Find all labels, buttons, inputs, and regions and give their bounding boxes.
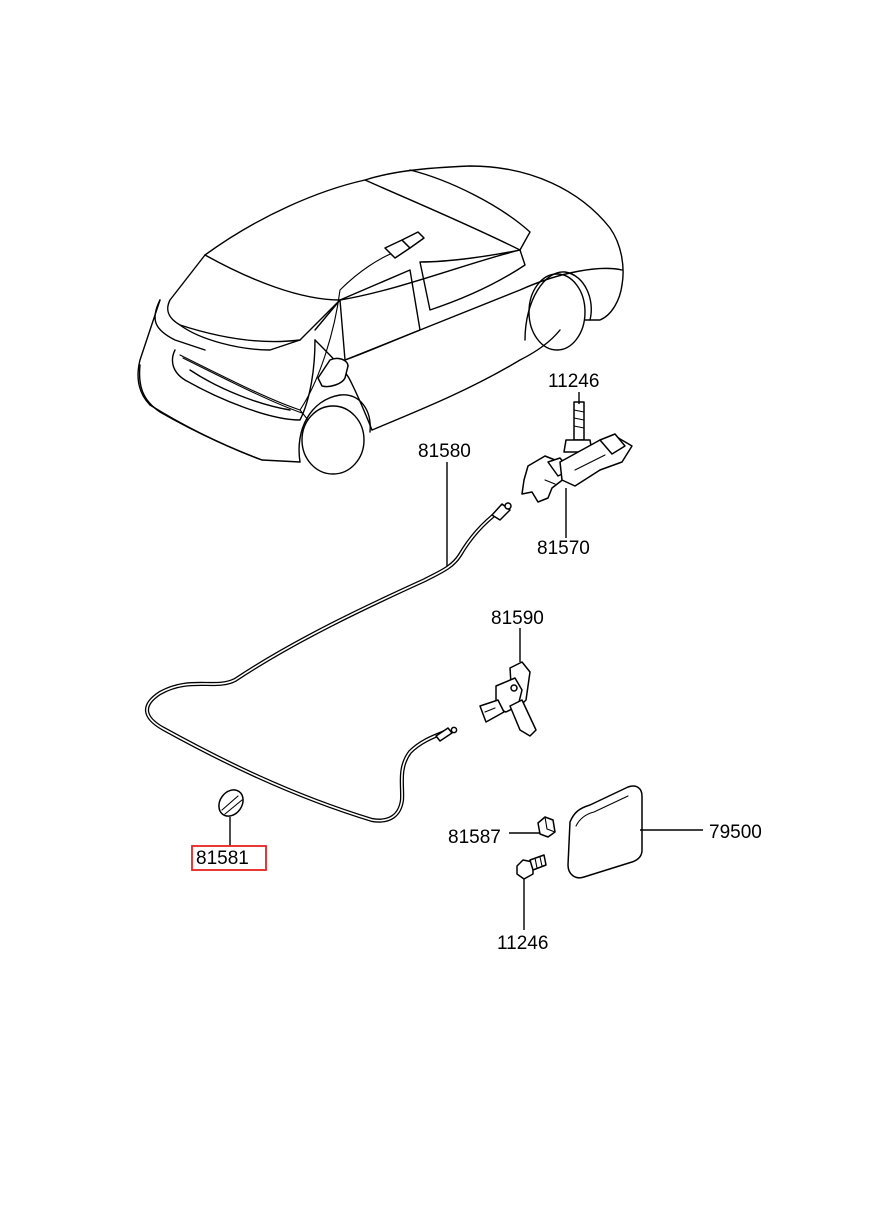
part-label-11246-top[interactable]: 11246 [548, 371, 599, 392]
grommet-81581 [218, 789, 244, 817]
screw-11246-bottom [516, 854, 547, 880]
fuel-door-latch-assembly [521, 401, 633, 503]
part-label-81587[interactable]: 81587 [448, 827, 501, 848]
part-label-81570[interactable]: 81570 [537, 538, 590, 559]
vehicle-outline [137, 165, 624, 475]
clip-81587 [537, 816, 556, 838]
fuel-door-release-cable [145, 502, 512, 823]
part-labels: 11246 81580 81570 81590 81581 81587 7950… [191, 371, 762, 954]
part-label-81580[interactable]: 81580 [418, 441, 471, 462]
part-label-11246-bottom[interactable]: 11246 [497, 933, 548, 954]
part-label-81590[interactable]: 81590 [491, 608, 544, 629]
fuel-filler-door-79500 [567, 785, 643, 879]
leader-lines [229, 392, 703, 930]
fuel-door-housing-81590 [479, 661, 537, 737]
part-label-79500[interactable]: 79500 [709, 822, 762, 843]
highlight-box-81581 [191, 845, 267, 871]
part-label-81581[interactable]: 81581 [196, 848, 249, 869]
